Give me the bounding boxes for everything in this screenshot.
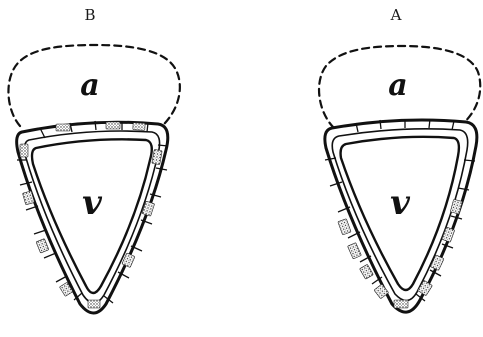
panel-b: B a [8, 6, 179, 313]
ventricle-label-a: v [390, 183, 411, 223]
panel-a: A a [319, 6, 480, 312]
atrium-label-b: a [80, 68, 99, 103]
atrium-label-a: a [388, 68, 407, 103]
panel-label-b: B [84, 6, 95, 24]
panel-label-a: A [390, 6, 402, 24]
ventricle-label-b: v [82, 183, 103, 223]
